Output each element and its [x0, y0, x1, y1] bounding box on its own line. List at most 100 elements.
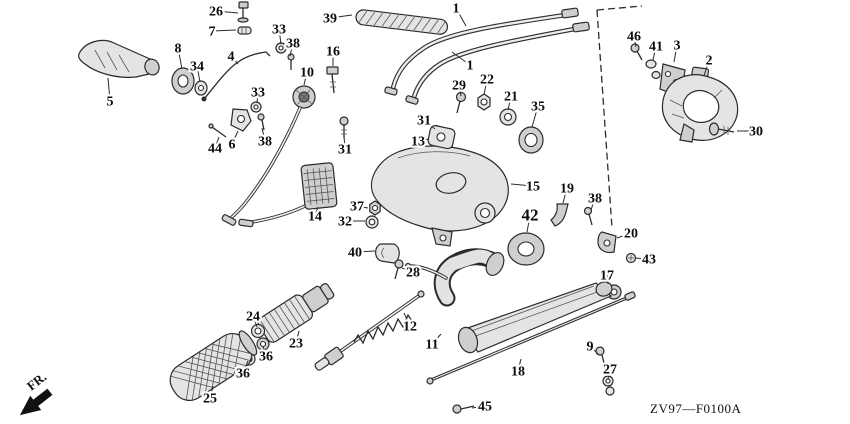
- part-callout-24: 24: [246, 310, 260, 325]
- part-40-cable-clip: [375, 243, 400, 264]
- part-callout-22: 22: [480, 73, 494, 88]
- part-10-cable-grommet: [292, 85, 316, 109]
- part-callout-39: 39: [323, 12, 337, 27]
- part-28-bolt: [394, 259, 404, 280]
- part-callout-5: 5: [107, 95, 114, 110]
- part-callout-35: 35: [531, 100, 545, 115]
- part-35-seal-ring: [518, 126, 544, 154]
- callout-leader-25: [209, 385, 214, 399]
- callout-leader-3: [673, 44, 678, 63]
- part-29-bolt: [455, 91, 467, 114]
- part-callout-33: 33: [272, 23, 286, 38]
- part-30-bolt: [708, 122, 735, 136]
- callout-leader-21: [507, 95, 512, 111]
- part-callout-37: 37: [350, 200, 364, 215]
- callout-leader-18: [517, 358, 522, 372]
- callout-leader-36: [242, 360, 249, 374]
- callout-leader-10: [303, 71, 308, 86]
- callout-leader-39: [329, 14, 353, 19]
- part-34-collar: [194, 80, 208, 96]
- part-19-hook-bracket: [550, 203, 569, 227]
- part-callout-31: 31: [417, 114, 431, 129]
- part-4-link-rod: [201, 51, 271, 102]
- part-44-pin: [208, 123, 227, 138]
- part-25-handle-grip: [163, 328, 259, 407]
- callout-leader-13: [417, 138, 430, 142]
- callout-leader-40: [354, 250, 376, 253]
- part-21-washer: [499, 108, 517, 126]
- part-38-screw-upper: [287, 53, 295, 70]
- part-33-washer-upper: [275, 42, 287, 54]
- part-callout-20: 20: [624, 227, 638, 242]
- part-callout-10: 10: [300, 66, 314, 81]
- callout-leader-8: [177, 47, 183, 70]
- part-39-spiral-sheath: [355, 9, 449, 35]
- callout-leader-38: [289, 42, 294, 57]
- callout-leader-12: [403, 312, 411, 327]
- part-callout-18: 18: [511, 365, 525, 380]
- part-9-friction-bolt: [595, 346, 607, 372]
- part-callout-1: 1: [453, 2, 460, 17]
- callout-leader-14: [314, 206, 319, 217]
- part-32-washer: [365, 215, 379, 229]
- part-callout-7: 7: [209, 25, 216, 40]
- part-callout-13: 13: [411, 135, 425, 150]
- part-callout-38: 38: [588, 192, 602, 207]
- part-41-collar: [645, 59, 661, 80]
- part-46-bolt: [630, 43, 643, 61]
- part-callout-9: 9: [587, 340, 594, 355]
- callout-leader-6: [231, 130, 239, 145]
- part-27-nut: [602, 375, 615, 396]
- part-24-washer: [250, 323, 266, 339]
- callout-leader-46: [633, 35, 637, 48]
- part-23-grip-core: [257, 283, 335, 343]
- part-18-rod: [426, 291, 636, 385]
- part-callout-19: 19: [560, 182, 574, 197]
- callout-leader-24: [252, 315, 258, 328]
- callout-leader-45: [471, 405, 486, 409]
- part-callout-38: 38: [258, 135, 272, 150]
- callout-leader-38: [590, 197, 596, 211]
- callout-leader-23: [295, 330, 300, 344]
- callout-leader-35: [531, 105, 539, 128]
- callout-leader-2: [703, 59, 710, 77]
- callout-leader-27: [607, 368, 611, 380]
- part-callout-46: 46: [627, 30, 641, 45]
- callout-leader-34: [196, 65, 201, 83]
- callout-leader-42: [526, 215, 531, 233]
- callout-leader-26: [215, 10, 239, 14]
- part-12-cable-spring: [314, 290, 425, 371]
- callout-leader-29: [458, 84, 462, 97]
- detail-boundary-dashed-line: [596, 5, 643, 229]
- part-callout-31: 31: [338, 143, 352, 158]
- part-33-washer-lower: [250, 101, 262, 113]
- part-7-screw: [237, 26, 252, 35]
- part-42-grommet-ring: [507, 232, 545, 266]
- callout-leader-37: [356, 205, 369, 209]
- callout-leader-33: [278, 28, 282, 45]
- tiller-elbow-housing: [404, 248, 505, 307]
- part-22-nut: [477, 93, 491, 111]
- part-callout-26: 26: [209, 5, 223, 20]
- part-callout-14: 14: [308, 210, 322, 225]
- callout-leader-19: [562, 187, 568, 204]
- part-15-handle-casting: [370, 145, 509, 247]
- part-callout-41: 41: [649, 40, 663, 55]
- callout-leader-33: [256, 91, 259, 104]
- part-20-clamp: [597, 231, 617, 254]
- callout-leader-43: [634, 257, 650, 260]
- callout-leader-31: [343, 135, 346, 150]
- part-callout-1: 1: [467, 59, 474, 74]
- part-callout-15: 15: [526, 180, 540, 195]
- part-5-handle-lever: [78, 39, 160, 78]
- callout-leader-22: [483, 78, 488, 96]
- callout-leader-9: [589, 345, 600, 356]
- part-callout-38: 38: [286, 37, 300, 52]
- part-callout-45: 45: [478, 400, 492, 415]
- part-callout-8: 8: [175, 42, 182, 57]
- part-callout-33: 33: [251, 86, 265, 101]
- part-callout-40: 40: [348, 246, 362, 261]
- callout-leader-7: [211, 29, 237, 32]
